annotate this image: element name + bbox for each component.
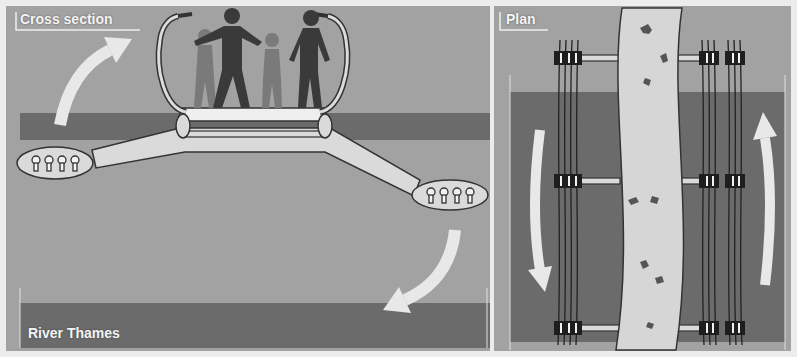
- river-band: [20, 303, 490, 348]
- heading-rule: [16, 12, 140, 30]
- river-label: River Thames: [28, 325, 120, 341]
- panel: Plan: [494, 6, 791, 351]
- wheels: [32, 156, 474, 203]
- panel-heading: Plan: [506, 11, 536, 27]
- rotation-arrow: [528, 112, 777, 292]
- deck: [180, 108, 326, 121]
- deck-rod: [186, 131, 324, 137]
- dimension-line: [487, 288, 488, 348]
- panel: Cross sectionRiver Thames: [6, 6, 490, 351]
- rotation-arrow: [60, 37, 455, 313]
- railing: [159, 14, 348, 112]
- panel-ground: [6, 6, 490, 351]
- dimension-line: [785, 75, 786, 350]
- wheel-bogie: [17, 147, 93, 179]
- panel-ground: [494, 6, 791, 351]
- roller: [318, 114, 332, 138]
- heading-rule: [500, 12, 548, 30]
- bridge-arm: [92, 128, 420, 196]
- panel-heading: Cross section: [20, 11, 113, 27]
- river-band: River Thames: [20, 303, 488, 348]
- dimension-line: [20, 288, 21, 348]
- deck-plan: [616, 8, 683, 350]
- dimension-line: [510, 75, 511, 350]
- wheel-bogie: [412, 180, 488, 210]
- roller: [176, 114, 190, 138]
- people-plan: [628, 24, 668, 329]
- people: [194, 8, 330, 108]
